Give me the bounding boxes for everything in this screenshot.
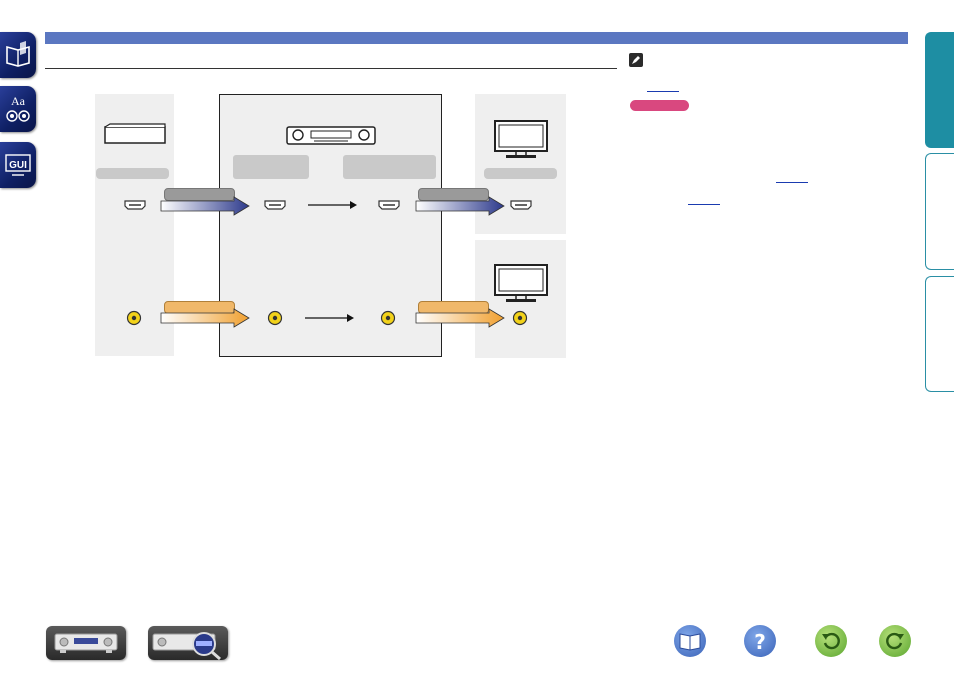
source-label bbox=[96, 168, 169, 179]
hdmi-cable-label-out bbox=[418, 188, 489, 201]
video-cable-arrow-out bbox=[415, 308, 505, 328]
tv-icon bbox=[494, 120, 548, 158]
forward-arrow-icon bbox=[886, 632, 904, 650]
gui-icon: GUI bbox=[5, 154, 31, 176]
aa-label: Aa bbox=[11, 94, 26, 108]
side-tab-1[interactable] bbox=[925, 32, 954, 148]
display-button[interactable] bbox=[148, 626, 228, 660]
hdmi-cable-label-in bbox=[164, 188, 235, 201]
rca-video-connector-icon bbox=[267, 310, 283, 326]
receiver-input-label bbox=[233, 155, 309, 179]
help-glyph: ? bbox=[754, 630, 766, 654]
tv-label bbox=[484, 168, 557, 179]
book-icon bbox=[679, 633, 701, 651]
nav-contents-button[interactable] bbox=[0, 32, 36, 78]
hdmi-connector-icon bbox=[510, 200, 532, 210]
rca-video-connector-icon bbox=[380, 310, 396, 326]
forward-button[interactable] bbox=[879, 625, 911, 657]
side-tab-3[interactable] bbox=[925, 276, 954, 392]
caution-badge bbox=[630, 100, 689, 111]
note-icon bbox=[629, 53, 643, 67]
nav-index-button[interactable]: Aa bbox=[0, 86, 36, 132]
front-panel-button[interactable] bbox=[46, 626, 126, 660]
hdmi-connector-icon bbox=[378, 200, 400, 210]
internal-signal-arrow-video bbox=[305, 314, 354, 322]
question-icon: ? bbox=[754, 630, 766, 654]
page-link-2[interactable] bbox=[776, 182, 808, 183]
av-receiver-icon bbox=[286, 126, 376, 145]
heading-rule bbox=[45, 68, 617, 69]
receiver-zoom-icon bbox=[152, 632, 221, 660]
nav-gui-button[interactable]: GUI bbox=[0, 142, 36, 188]
tv-icon bbox=[494, 264, 548, 302]
hdmi-connector-icon bbox=[264, 200, 286, 210]
contents-button[interactable] bbox=[674, 625, 706, 657]
video-cable-arrow-in bbox=[160, 308, 250, 328]
hdmi-cable-arrow-out bbox=[415, 196, 505, 216]
hdmi-cable-arrow-in bbox=[160, 196, 250, 216]
help-button[interactable]: ? bbox=[744, 625, 776, 657]
side-tab-2[interactable] bbox=[925, 153, 954, 270]
rca-video-connector-icon bbox=[126, 310, 142, 326]
player-icon bbox=[104, 123, 166, 144]
aa-speaker-icon: Aa bbox=[6, 94, 30, 122]
page-link-3[interactable] bbox=[688, 204, 720, 205]
back-button[interactable] bbox=[815, 625, 847, 657]
receiver-output-label bbox=[343, 155, 436, 179]
rca-video-connector-icon bbox=[512, 310, 528, 326]
receiver-front-icon bbox=[54, 633, 118, 653]
back-arrow-icon bbox=[822, 632, 840, 650]
internal-signal-arrow-hdmi bbox=[308, 201, 357, 209]
book-icon bbox=[6, 41, 30, 67]
hdmi-connector-icon bbox=[124, 200, 146, 210]
gui-label: GUI bbox=[9, 160, 27, 171]
page-link-1[interactable] bbox=[647, 91, 679, 92]
section-header-bar bbox=[45, 32, 908, 44]
